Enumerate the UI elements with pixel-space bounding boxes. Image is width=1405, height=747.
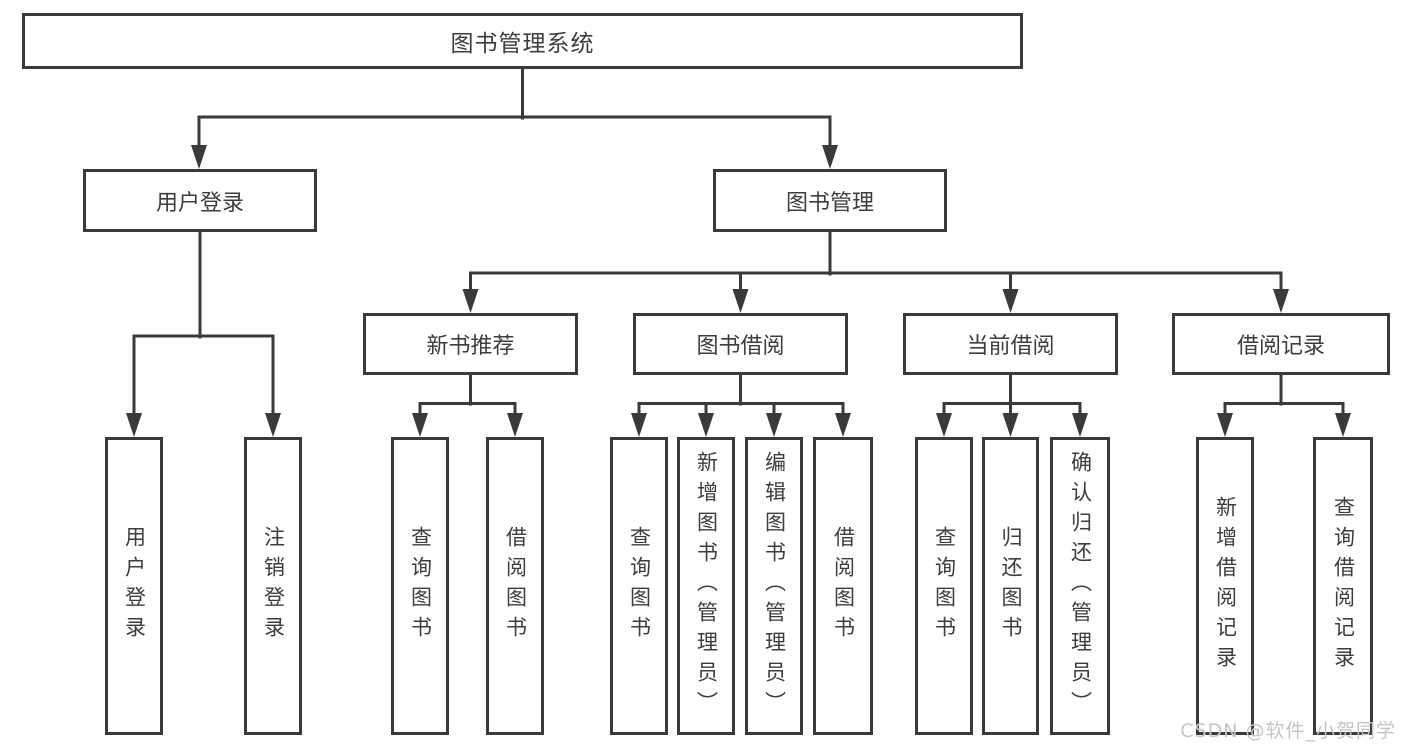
leaf-borrowing-borrow-books: 借阅图书 [813, 437, 873, 735]
leaf-recommend-borrow-books: 借阅图书 [486, 437, 544, 735]
leaf-current-return-books: 归还图书 [982, 437, 1039, 735]
node-book-management: 图书管理 [713, 169, 947, 232]
leaf-borrowing-add-books-admin: 新增图书（管理员） [677, 437, 735, 735]
leaf-borrowing-edit-books-admin: 编辑图书（管理员） [745, 437, 803, 735]
leaf-current-confirm-return-admin: 确认归还（管理员） [1050, 437, 1110, 735]
node-user-login: 用户登录 [83, 169, 317, 232]
leaf-logout: 注销登录 [244, 437, 302, 735]
node-new-book-recommend: 新书推荐 [363, 313, 578, 375]
leaf-records-query-record: 查询借阅记录 [1313, 437, 1373, 735]
node-borrowing-records: 借阅记录 [1172, 313, 1390, 375]
leaf-borrowing-query-books: 查询图书 [610, 437, 668, 735]
node-library-system: 图书管理系统 [22, 13, 1023, 69]
csdn-watermark: CSDN @软件_小贺同学 [1180, 720, 1396, 742]
node-book-borrowing: 图书借阅 [633, 313, 848, 375]
node-current-borrowing: 当前借阅 [903, 313, 1118, 375]
leaf-current-query-books: 查询图书 [915, 437, 973, 735]
arrowheads [126, 145, 1351, 437]
leaf-user-login: 用户登录 [105, 437, 163, 735]
leaf-recommend-query-books: 查询图书 [391, 437, 449, 735]
leaf-records-add-record: 新增借阅记录 [1196, 437, 1254, 735]
